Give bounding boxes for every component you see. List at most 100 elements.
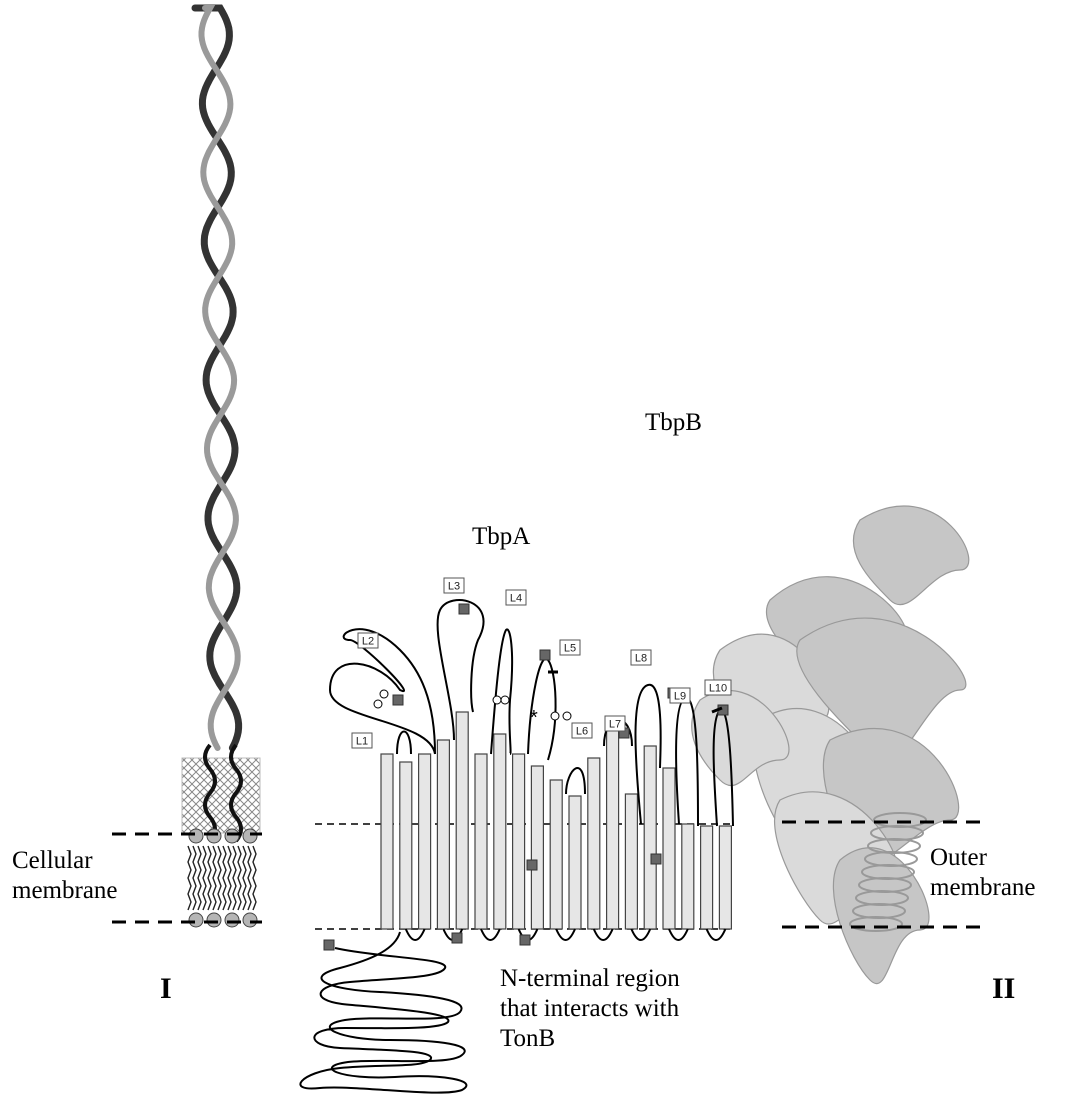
loop-label-text-5: L5 [564,643,576,655]
lipid-head-bottom-2 [207,913,221,927]
loop-label-text-4: L4 [510,593,522,605]
extracellular-loop-1 [397,732,411,755]
asterisk-mark: * [530,707,538,729]
outer-membrane-label: Outer membrane [930,843,1036,903]
lipid-tail-1 [188,846,191,910]
loop-label-l4: L4 [506,590,526,605]
lipid-head-top-1 [189,829,203,843]
lipid-tail-3 [198,846,201,910]
loop-label-l10: L10 [705,680,731,695]
loop-label-l3: L3 [444,578,464,593]
n-terminal-line1: N-terminal region [500,964,680,994]
tbpb-title: TbpB [645,408,702,438]
n-terminal-marker [324,940,334,950]
barrel-strand-18 [701,826,713,929]
lipid-head-top-4 [243,829,257,843]
loop-label-l1: L1 [352,733,372,748]
loop-label-l2: L2 [358,633,378,648]
n-terminal-plug [300,932,466,1093]
lipid-tail-2 [193,846,196,910]
outer-label-line2: membrane [930,873,1036,903]
loop-label-text-2: L2 [362,636,374,648]
loop-label-l7: L7 [605,716,625,731]
loop-label-l9: L9 [670,688,690,703]
crosshatch-box [182,758,260,833]
square-marker-7 [527,860,537,870]
barrel-strand-8 [513,754,525,929]
barrel-strand-17 [682,824,694,929]
loop-label-l5: L5 [560,640,580,655]
panel-numeral-ii: II [992,972,1015,1006]
barrel-strand-10 [550,780,562,929]
lipid-tail-4 [203,846,206,910]
lipid-tail-8 [223,846,226,910]
square-marker-1 [393,695,403,705]
open-circle-marker-4 [501,696,509,704]
tbpa-title: TbpA [472,522,530,552]
periplasmic-turn-3 [481,929,500,940]
cellular-label-line1: Cellular [12,846,118,876]
barrel-strand-11 [569,796,581,929]
lipid-tail-7 [218,846,221,910]
lipid-bilayer [188,829,257,927]
tbpb-ribbon-structure [692,506,969,984]
barrel-strand-2 [400,762,412,929]
periplasmic-turn-1 [406,929,425,940]
square-marker-2 [459,604,469,614]
lipid-tail-6 [213,846,216,910]
lipid-tail-10 [233,846,236,910]
n-terminal-label: N-terminal region that interacts with To… [500,964,680,1054]
lipid-tail-5 [208,846,211,910]
loop-label-l6: L6 [572,723,592,738]
extracellular-loop-6 [566,768,585,794]
loop-label-text-7: L7 [609,719,621,731]
coiled-coil-structure [195,8,239,748]
lipid-tail-11 [238,846,241,910]
barrel-strand-9 [531,766,543,929]
open-circle-marker-1 [374,700,382,708]
barrel-strand-13 [607,730,619,929]
lipid-tail-9 [228,846,231,910]
lipid-head-bottom-3 [225,913,239,927]
barrel-strand-12 [588,758,600,929]
square-marker-9 [452,933,462,943]
periplasmic-turn-6 [594,929,613,940]
open-circle-marker-6 [563,712,571,720]
n-terminal-line3: TonB [500,1024,680,1054]
outer-label-line1: Outer [930,843,1036,873]
cellular-label-line2: membrane [12,876,118,906]
loop-label-l8: L8 [631,650,651,665]
barrel-strand-1 [381,754,393,929]
cellular-membrane-label: Cellular membrane [12,846,118,906]
periplasmic-turn-5 [556,929,575,940]
barrel-strand-6 [475,754,487,929]
lipid-tail-12 [243,846,246,910]
lipid-head-bottom-1 [189,913,203,927]
loop-label-text-8: L8 [635,653,647,665]
lipid-head-top-2 [207,829,221,843]
barrel-strand-3 [419,754,431,929]
barrel-strand-14 [625,794,637,929]
periplasmic-turn-8 [669,929,688,940]
lipid-head-top-3 [225,829,239,843]
barrel-strand-16 [663,768,675,929]
extracellular-loop-9 [676,698,698,826]
square-marker-8 [651,854,661,864]
ribbon-segment-7 [833,848,929,984]
panel-numeral-i: I [160,972,172,1006]
loop-label-text-9: L9 [674,691,686,703]
loop-label-text-10: L10 [709,683,727,695]
loop-label-text-6: L6 [576,726,588,738]
lipid-tail-13 [248,846,251,910]
periplasmic-turn-7 [631,929,650,940]
lipid-head-bottom-4 [243,913,257,927]
barrel-strand-5 [456,712,468,929]
n-terminal-line2: that interacts with [500,994,680,1024]
open-circle-marker-3 [493,696,501,704]
barrel-strand-7 [494,734,506,929]
open-circle-marker-5 [551,712,559,720]
barrel-strand-15 [644,746,656,929]
barrel-strand-4 [437,740,449,929]
periplasmic-region [182,745,260,841]
